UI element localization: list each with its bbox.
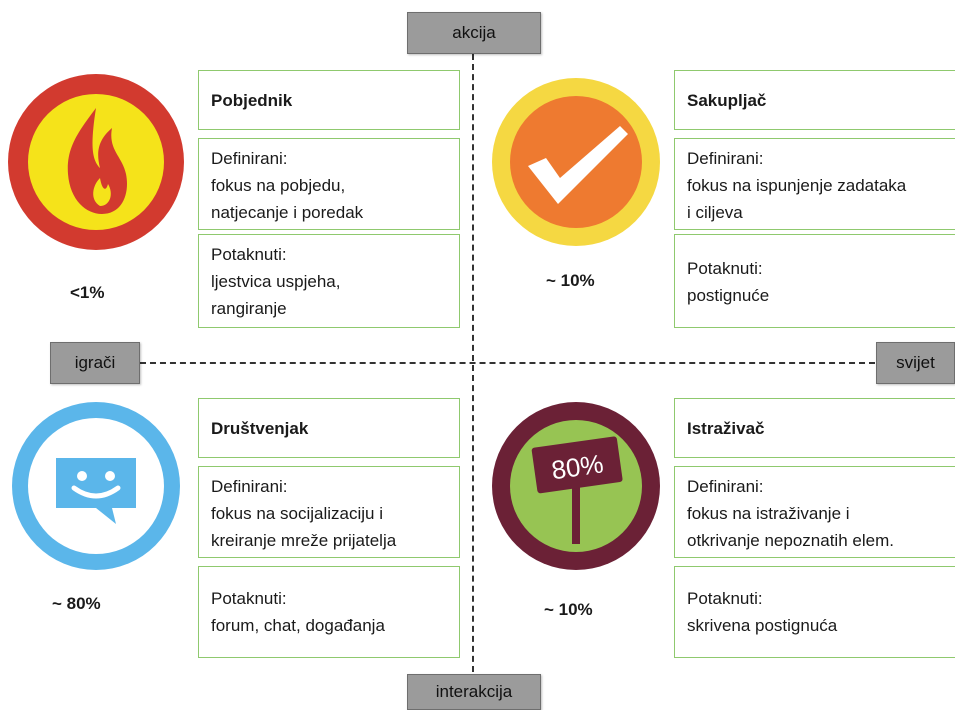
chat-bubble-icon xyxy=(12,402,180,570)
defined-line: fokus na istraživanje i xyxy=(687,504,850,523)
percent-label: ~ 10% xyxy=(546,271,595,290)
motivated-line: Potaknuti: xyxy=(211,245,287,264)
motivated-line: Potaknuti: xyxy=(687,259,763,278)
sign-text: 80% xyxy=(550,448,606,485)
percent-label: ~ 10% xyxy=(544,600,593,619)
defined-line: natjecanje i poredak xyxy=(211,203,364,222)
defined-line: Definirani: xyxy=(687,477,764,496)
type-title-text: Sakupljač xyxy=(687,90,767,110)
motivated-line: postignuće xyxy=(687,286,770,305)
motivated-box: Potaknuti: skrivena postignuća xyxy=(674,566,955,658)
defined-line: otkrivanje nepoznatih elem. xyxy=(687,531,894,550)
defined-line: fokus na socijalizaciju i xyxy=(211,504,383,523)
axis-label-right: svijet xyxy=(876,342,955,384)
checkmark-icon xyxy=(492,78,660,246)
type-title: Društvenjak xyxy=(198,398,460,458)
motivated-line: forum, chat, događanja xyxy=(211,616,385,635)
type-title-text: Pobjednik xyxy=(211,90,293,110)
motivated-line: Potaknuti: xyxy=(687,589,763,608)
motivated-box: Potaknuti: ljestvica uspjeha, rangiranje xyxy=(198,234,460,328)
axis-label-bottom: interakcija xyxy=(407,674,541,710)
defined-box: Definirani: fokus na pobjedu, natjecanje… xyxy=(198,138,460,230)
type-title-text: Istraživač xyxy=(687,418,765,438)
sign-80-icon: 80% xyxy=(492,402,660,570)
type-title-text: Društvenjak xyxy=(211,418,309,438)
motivated-box: Potaknuti: postignuće xyxy=(674,234,955,328)
motivated-box: Potaknuti: forum, chat, događanja xyxy=(198,566,460,658)
defined-line: fokus na pobjedu, xyxy=(211,176,346,195)
defined-box: Definirani: fokus na socijalizaciju i kr… xyxy=(198,466,460,558)
axis-label-left: igrači xyxy=(50,342,140,384)
defined-line: i ciljeva xyxy=(687,203,743,222)
motivated-line: rangiranje xyxy=(211,299,287,318)
defined-line: Definirani: xyxy=(211,477,288,496)
vertical-axis-line xyxy=(472,54,474,682)
type-title: Istraživač xyxy=(674,398,955,458)
flame-icon xyxy=(8,74,184,250)
percent-label: ~ 80% xyxy=(52,594,101,613)
defined-box: Definirani: fokus na ispunjenje zadataka… xyxy=(674,138,955,230)
defined-line: Definirani: xyxy=(687,149,764,168)
percent-label: <1% xyxy=(70,283,105,302)
type-title: Pobjednik xyxy=(198,70,460,130)
axis-label-top: akcija xyxy=(407,12,541,54)
defined-line: Definirani: xyxy=(211,149,288,168)
horizontal-axis-line xyxy=(140,362,875,364)
defined-box: Definirani: fokus na istraživanje i otkr… xyxy=(674,466,955,558)
defined-line: kreiranje mreže prijatelja xyxy=(211,531,397,550)
type-title: Sakupljač xyxy=(674,70,955,130)
motivated-line: skrivena postignuća xyxy=(687,616,838,635)
defined-line: fokus na ispunjenje zadataka xyxy=(687,176,907,195)
motivated-line: ljestvica uspjeha, xyxy=(211,272,341,291)
motivated-line: Potaknuti: xyxy=(211,589,287,608)
